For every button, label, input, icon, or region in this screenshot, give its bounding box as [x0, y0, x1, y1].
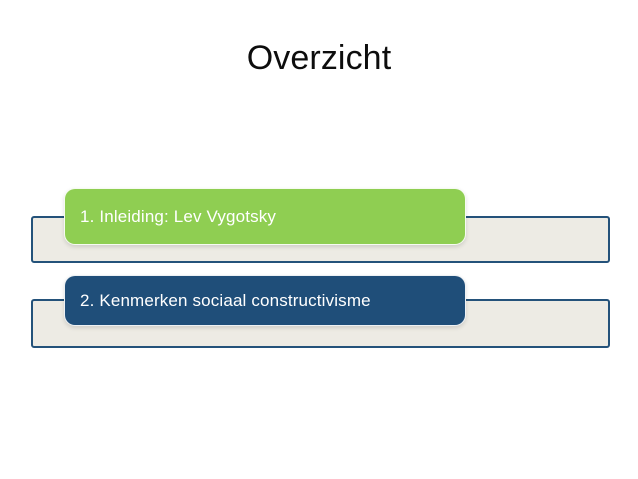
agenda-item-1[interactable]: 1. Inleiding: Lev Vygotsky	[64, 188, 466, 245]
agenda-item-2-label: 2. Kenmerken sociaal constructivisme	[80, 291, 371, 310]
page-title: Overzicht	[246, 39, 392, 77]
agenda-item-2[interactable]: 2. Kenmerken sociaal constructivisme	[64, 275, 466, 326]
agenda-item-1-label: 1. Inleiding: Lev Vygotsky	[80, 207, 277, 226]
